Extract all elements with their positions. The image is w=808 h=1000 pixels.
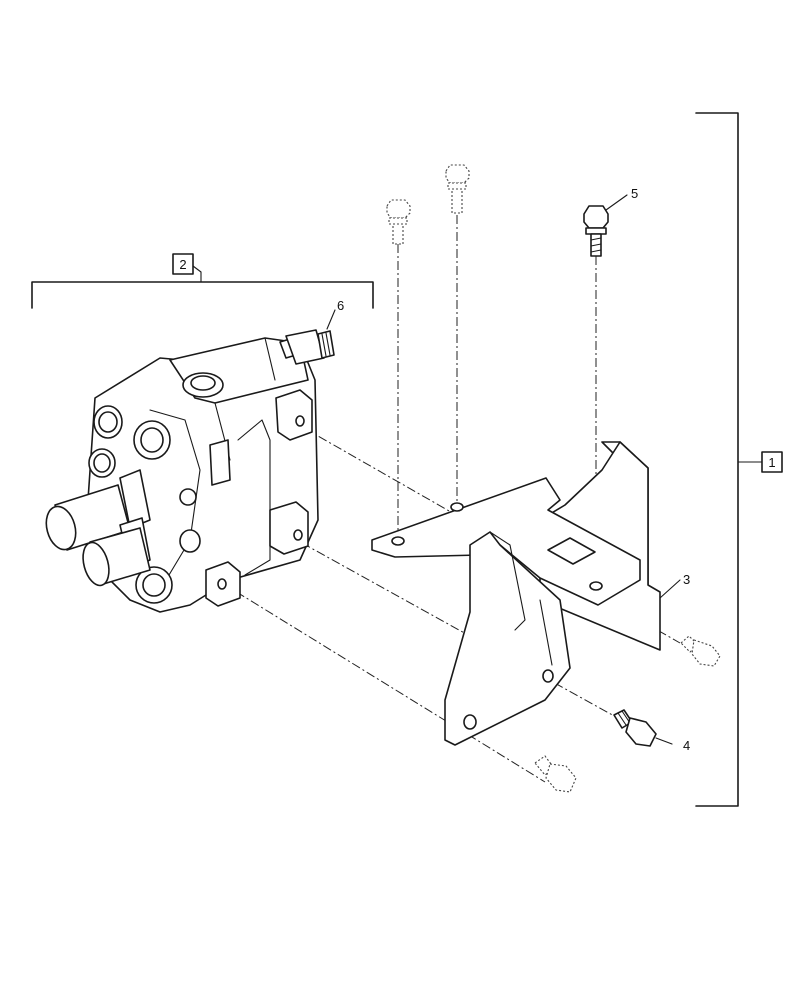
callout-2: 2 xyxy=(179,257,186,272)
control-valve: 6 xyxy=(45,298,344,613)
mounting-bracket: 3 xyxy=(371,441,690,746)
callout-4: 4 xyxy=(683,738,690,753)
valve-assembly-bracket: 2 xyxy=(31,253,374,309)
callout-5: 5 xyxy=(631,186,638,201)
bolt-top: 5 xyxy=(583,186,638,257)
bolt-ghost-upper-right xyxy=(680,635,721,667)
bolt-side: 4 xyxy=(613,709,690,753)
bolt-ghost-lower xyxy=(534,755,577,793)
callout-3: 3 xyxy=(683,572,690,587)
callout-6: 6 xyxy=(337,298,344,313)
callout-1: 1 xyxy=(768,455,775,470)
bolt-ghost-middle xyxy=(445,164,470,214)
assembly-bracket: 1 xyxy=(695,112,783,807)
bolt-ghost-left xyxy=(386,199,411,245)
